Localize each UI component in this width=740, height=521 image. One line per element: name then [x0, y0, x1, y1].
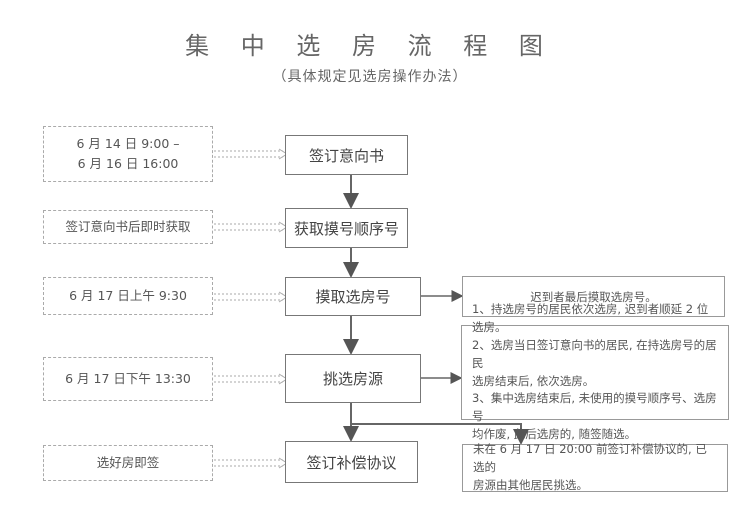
note-box-1: 迟到者最后摸取选房号。 — [462, 276, 725, 317]
step-2-label: 获取摸号顺序号 — [293, 219, 399, 238]
condition-2-text: 签订意向书后即时获取 — [65, 219, 191, 234]
step-get-order-number: 获取摸号顺序号 — [285, 208, 408, 248]
note-box-2: 1、持选房号的居民依次选房, 迟到者顺延 2 位选房。 2、选房当日签订意向书的… — [461, 302, 729, 441]
step-choose-house: 挑选房源 — [285, 354, 421, 403]
note-3-line-2: 房源由其他居民挑选。 — [473, 477, 588, 492]
step-sign-intent: 签订意向书 — [285, 135, 408, 175]
condition-1-line-2: 6 月 16 日 16:00 — [77, 156, 179, 171]
step-3-label: 摸取选房号 — [315, 288, 391, 306]
condition-5-text: 选好房即签 — [96, 455, 160, 470]
condition-box-2: 签订意向书后即时获取 — [43, 210, 213, 244]
note-2-line-1: 1、持选房号的居民依次选房, 迟到者顺延 2 位选房。 — [472, 302, 709, 335]
note-3-line-1: 未在 6 月 17 日 20:00 前签订补偿协议的, 已选的 — [473, 442, 707, 475]
step-sign-compensation: 签订补偿协议 — [285, 441, 418, 483]
condition-box-4: 6 月 17 日下午 13:30 — [43, 357, 213, 401]
note-box-3: 未在 6 月 17 日 20:00 前签订补偿协议的, 已选的 房源由其他居民挑… — [462, 442, 728, 492]
note-2-line-4: 3、集中选房结束后, 未使用的摸号顺序号、选房号 — [472, 391, 717, 424]
note-2-line-5: 均作废, 此后选房的, 随签随选。 — [472, 426, 637, 441]
note-2-line-2: 2、选房当日签订意向书的居民, 在持选房号的居民 — [472, 337, 717, 370]
step-5-label: 签订补偿协议 — [306, 453, 397, 472]
step-4-label: 挑选房源 — [322, 370, 383, 388]
step-1-label: 签订意向书 — [308, 146, 384, 165]
condition-box-5: 选好房即签 — [43, 445, 213, 481]
condition-box-1: 6 月 14 日 9:00 – 6 月 16 日 16:00 — [43, 126, 213, 182]
page-subtitle: （具体规定见选房操作办法） — [272, 69, 468, 85]
note-2-line-3: 选房结束后, 依次选房。 — [472, 373, 595, 388]
condition-3-text: 6 月 17 日上午 9:30 — [69, 288, 187, 303]
step-draw-selection-number: 摸取选房号 — [285, 277, 421, 316]
condition-4-text: 6 月 17 日下午 13:30 — [65, 371, 191, 386]
condition-1-line-1: 6 月 14 日 9:00 – — [76, 136, 180, 151]
page-title: 集 中 选 房 流 程 图 — [185, 32, 555, 60]
condition-box-3: 6 月 17 日上午 9:30 — [43, 277, 213, 315]
note-1-text: 迟到者最后摸取选房号。 — [530, 289, 657, 304]
arrow-branch-note3 — [351, 423, 529, 445]
